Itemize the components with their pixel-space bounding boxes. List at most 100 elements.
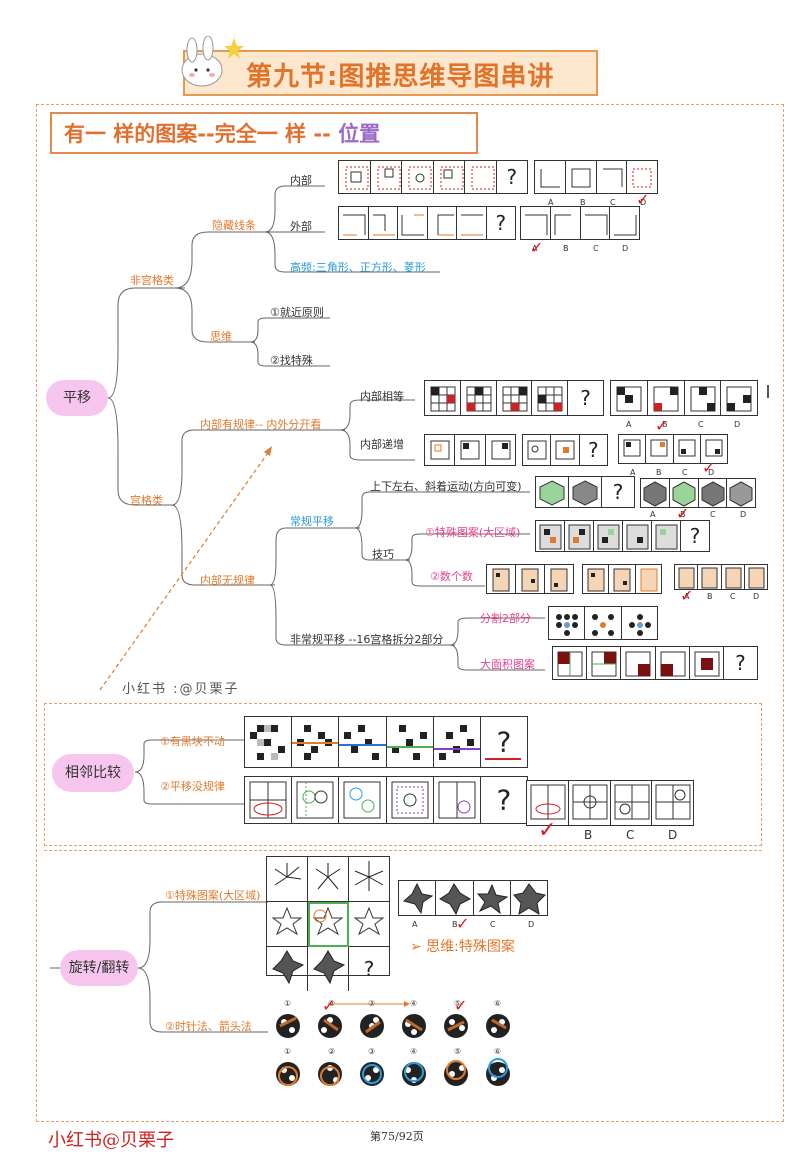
option-cell — [569, 781, 611, 825]
puzzle-cell — [402, 161, 434, 193]
puzzle-strip-external: ? — [338, 206, 516, 240]
puzzle-strip-count-1 — [486, 564, 574, 594]
node-gongge: 宫格类 — [130, 494, 163, 507]
puzzle-strip-black-block: ? — [244, 716, 528, 768]
puzzle-cell — [428, 207, 457, 239]
option-cell — [675, 565, 699, 589]
question-mark: ? — [580, 386, 591, 410]
correct-check-icon: ✓ — [676, 504, 690, 523]
option-strip-translation — [526, 780, 694, 826]
option-label-c: C — [682, 468, 688, 477]
circled-number-1: ① — [284, 999, 291, 1008]
option-label-d: D — [734, 420, 741, 429]
option-strip-internal — [534, 160, 658, 194]
puzzle-cell — [623, 521, 652, 551]
puzzle-cell — [587, 647, 622, 679]
option-cell — [641, 479, 670, 507]
puzzle-cell: ? — [724, 647, 757, 679]
option-label-d: D — [528, 920, 535, 929]
node-changgui: 常规平移 — [290, 515, 334, 528]
puzzle-strip-split — [548, 606, 658, 640]
watermark: 小红书 :@贝栗子 — [122, 682, 240, 697]
option-cell — [527, 781, 569, 825]
option-label-c: C — [730, 592, 736, 601]
puzzle-cell — [425, 381, 461, 415]
puzzle-cell — [339, 207, 369, 239]
puzzle-strip-translation: ? — [244, 776, 528, 824]
puzzle-cell — [487, 565, 516, 593]
puzzle-cell — [433, 717, 481, 767]
puzzle-cell — [636, 565, 661, 593]
option-label-a: A — [630, 468, 636, 477]
grid-cell — [267, 857, 308, 902]
puzzle-cell — [622, 607, 657, 639]
puzzle-cell — [339, 717, 387, 767]
option-label-d: D — [753, 592, 760, 601]
node-pingyi: 平移 — [46, 380, 108, 416]
rotation-grid: ? — [266, 856, 390, 991]
puzzle-cell — [551, 435, 580, 465]
option-cell — [648, 381, 685, 415]
puzzle-cell — [536, 521, 565, 551]
option-strip-inner-increase — [618, 434, 728, 464]
puzzle-cell — [339, 777, 387, 823]
node-waibu: 外部 — [290, 220, 312, 233]
option-cell — [535, 161, 566, 193]
option-label-d: D — [668, 828, 678, 842]
puzzle-cell — [455, 435, 486, 465]
puzzle-strip-large-area: ? — [552, 646, 758, 680]
grid-cell — [308, 947, 349, 991]
page-title: 第九节:图推思维导图串讲 — [246, 62, 555, 92]
option-label-a: A — [650, 510, 656, 519]
option-label-b: B — [563, 244, 569, 253]
puzzle-cell — [565, 521, 594, 551]
correct-check-icon: ✓ — [322, 996, 336, 1015]
puzzle-cell — [497, 381, 533, 415]
puzzle-strip-inner-increase-1 — [424, 434, 516, 466]
puzzle-cell — [652, 521, 681, 551]
puzzle-strip-hex: ? — [535, 476, 635, 508]
puzzle-cell — [245, 717, 293, 767]
correct-check-icon: ✓ — [680, 586, 694, 605]
section-separator — [44, 850, 762, 851]
puzzle-cell: ? — [481, 717, 527, 767]
option-cell — [619, 435, 647, 463]
question-mark: ? — [363, 957, 375, 981]
node-jiujin: ①就近原则 — [270, 306, 324, 319]
bunny-mascot-icon — [181, 36, 244, 87]
node-xuanzhuan: 旋转/翻转 — [60, 950, 138, 986]
option-label-c: C — [610, 198, 616, 207]
question-mark: ? — [496, 783, 512, 817]
option-strip-count — [674, 564, 768, 590]
puzzle-cell — [532, 381, 569, 415]
option-label-d: D — [708, 468, 715, 477]
option-label-c: C — [490, 920, 496, 929]
node-damianji: 大面积图案 — [480, 658, 535, 671]
puzzle-cell: ? — [497, 161, 528, 193]
section-title-sub: 位置 — [338, 122, 381, 146]
page-number: 第75/92页 — [370, 1130, 424, 1143]
option-label-b: B — [656, 468, 662, 477]
puzzle-cell — [549, 607, 586, 639]
section-title-main: 有一 样的图案--完全一 样 -- — [64, 122, 331, 146]
puzzle-strip-internal: ? — [338, 160, 528, 194]
circled-number-1: ① — [284, 1047, 291, 1056]
option-label-a: A — [412, 920, 418, 929]
node-fei-gongge: 非宫格类 — [130, 274, 174, 287]
circled-number-5: ⑤ — [454, 999, 461, 1008]
question-mark: ? — [506, 165, 518, 189]
option-label-c: C — [698, 420, 704, 429]
puzzle-strip-inner-increase-2: ? — [522, 434, 608, 466]
circled-number-6: ⑥ — [494, 1047, 501, 1056]
puzzle-cell — [245, 777, 293, 823]
node-shu-geshu: ②数个数 — [430, 570, 473, 583]
option-label-b: B — [680, 510, 686, 519]
option-cell — [698, 565, 722, 589]
option-label-c: C — [626, 828, 635, 842]
puzzle-strip-count-2 — [582, 564, 662, 594]
option-label-b: B — [452, 920, 458, 929]
puzzle-cell — [465, 161, 497, 193]
option-cell — [597, 161, 628, 193]
puzzle-cell: ? — [580, 435, 607, 465]
option-cell — [610, 207, 639, 239]
